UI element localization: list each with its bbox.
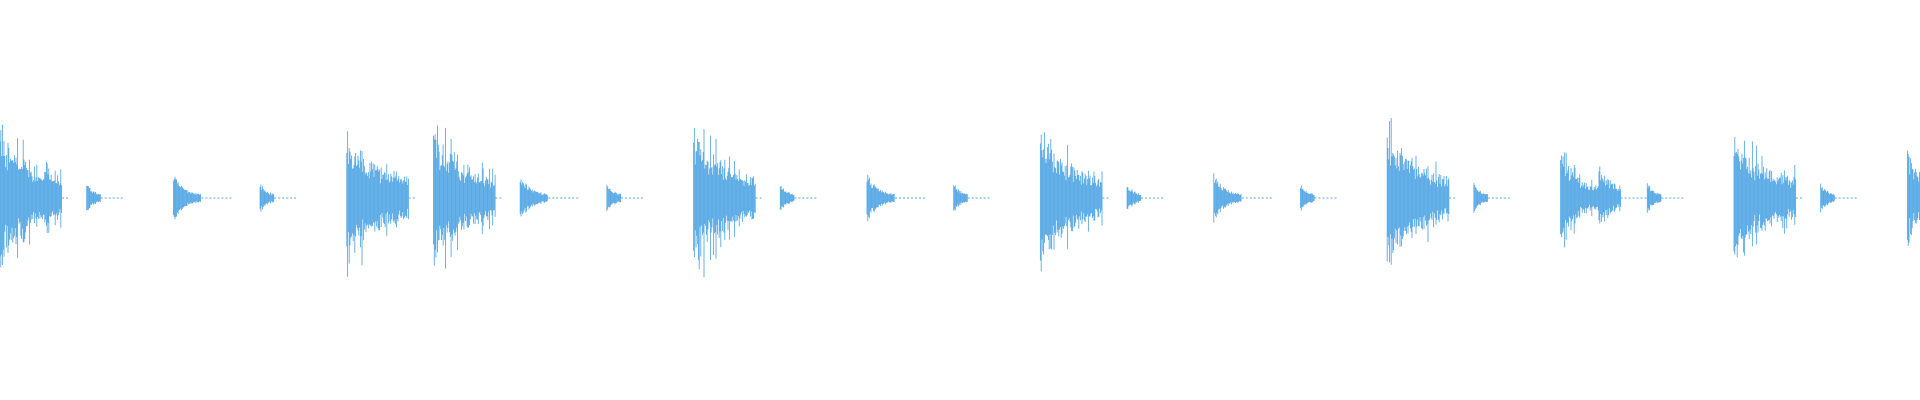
waveform-lines bbox=[0, 118, 1920, 278]
